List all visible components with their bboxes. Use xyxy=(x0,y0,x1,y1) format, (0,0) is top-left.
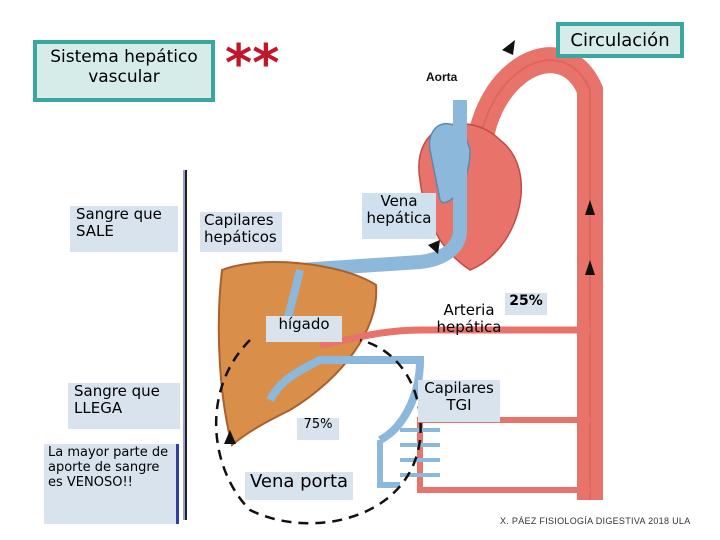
aorta-vessel xyxy=(464,47,603,500)
footer-credit: X. PÁEZ FISIOLOGÍA DIGESTIVA 2018 ULA xyxy=(500,516,691,526)
hepatic-vein-label: Vena hepática xyxy=(362,192,436,239)
portal-system-outline xyxy=(214,338,422,525)
hepatic-artery-label: Arteria hepática xyxy=(436,301,502,337)
aorta-label: Aorta xyxy=(426,70,458,84)
gi-capillary-bed xyxy=(377,417,590,493)
blood-in-label: Sangre que LLEGA xyxy=(68,382,180,429)
hepatic-capillaries-label: Capilares hepáticos xyxy=(200,211,282,252)
liver-shape xyxy=(217,261,378,447)
flow-arrows xyxy=(224,40,595,444)
gi-capillaries-label: Capilares TGI xyxy=(418,379,500,422)
portal-percent-label: 75% xyxy=(297,417,339,440)
vena-cava xyxy=(299,100,467,277)
liver-label: hígado xyxy=(266,315,342,342)
diagram-title: Sistema hepático vascular xyxy=(33,40,215,102)
portal-vein-vessel xyxy=(266,356,425,444)
venous-supply-note: La mayor parte de aporte de sangre es VE… xyxy=(44,444,179,524)
emphasis-stars: ** xyxy=(225,34,280,94)
artery-percent-label: 25% xyxy=(505,293,547,315)
circulation-label: Circulación xyxy=(556,22,684,58)
hepatic-artery-vessel xyxy=(319,326,590,349)
blood-out-label: Sangre que SALE xyxy=(70,205,178,252)
portal-vein-label: Vena porta xyxy=(245,471,353,500)
